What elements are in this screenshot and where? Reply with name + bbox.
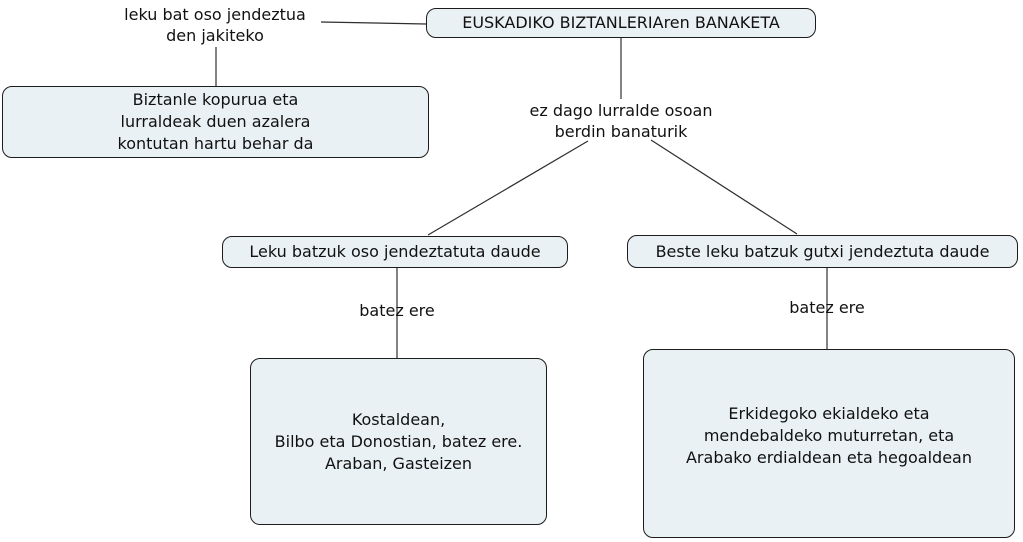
node-dense-places: Kostaldean, Bilbo eta Donostian, batez e…	[250, 358, 547, 525]
link-label-batez-ere-right: batez ere	[789, 298, 865, 317]
sparse-places-line: mendebaldeko muturretan, eta	[703, 426, 955, 445]
connector-uneven-to-sparse	[650, 139, 798, 235]
uneven-label-line: berdin banaturik	[554, 122, 688, 141]
node-uneven-label: ez dago lurralde osoan berdin banaturik	[495, 100, 747, 142]
uneven-label-line: ez dago lurralde osoan	[529, 101, 713, 120]
node-sparse: Beste leku batzuk gutxi jendeztuta daude	[627, 235, 1018, 268]
factors-line: kontutan hartu behar da	[117, 134, 314, 153]
dense-places-line: Araban, Gasteizen	[324, 453, 473, 473]
node-sparse-places: Erkidegoko ekialdeko eta mendebaldeko mu…	[643, 349, 1015, 538]
sparse-label: Beste leku batzuk gutxi jendeztuta daude	[655, 241, 990, 261]
intro-label-line: den jakiteko	[166, 26, 264, 45]
factors-line: lurraldeak duen azalera	[120, 112, 311, 131]
intro-label-line: leku bat oso jendeztua	[124, 5, 306, 24]
factors-line: Biztanle kopurua eta	[132, 90, 299, 109]
node-dense: Leku batzuk oso jendeztatuta daude	[222, 236, 568, 268]
sparse-places-line: Erkidegoko ekialdeko eta	[728, 404, 930, 423]
dense-label: Leku batzuk oso jendeztatuta daude	[249, 242, 541, 261]
dense-places-line: Kostaldean,	[351, 409, 446, 429]
title-label: EUSKADIKO BIZTANLERIAren BANAKETA	[462, 13, 780, 32]
dense-places-line: Bilbo eta Donostian, batez ere.	[274, 431, 523, 451]
sparse-places-line: Arabako erdialdean eta hegoaldean	[685, 448, 972, 467]
connector-title-to-intro	[320, 21, 427, 25]
link-label-batez-ere-left: batez ere	[359, 301, 435, 320]
node-factors: Biztanle kopurua eta lurraldeak duen aza…	[2, 86, 429, 158]
node-title: EUSKADIKO BIZTANLERIAren BANAKETA	[426, 8, 816, 38]
node-intro-label: leku bat oso jendeztua den jakiteko	[85, 4, 345, 46]
connector-uneven-to-dense	[427, 140, 589, 236]
